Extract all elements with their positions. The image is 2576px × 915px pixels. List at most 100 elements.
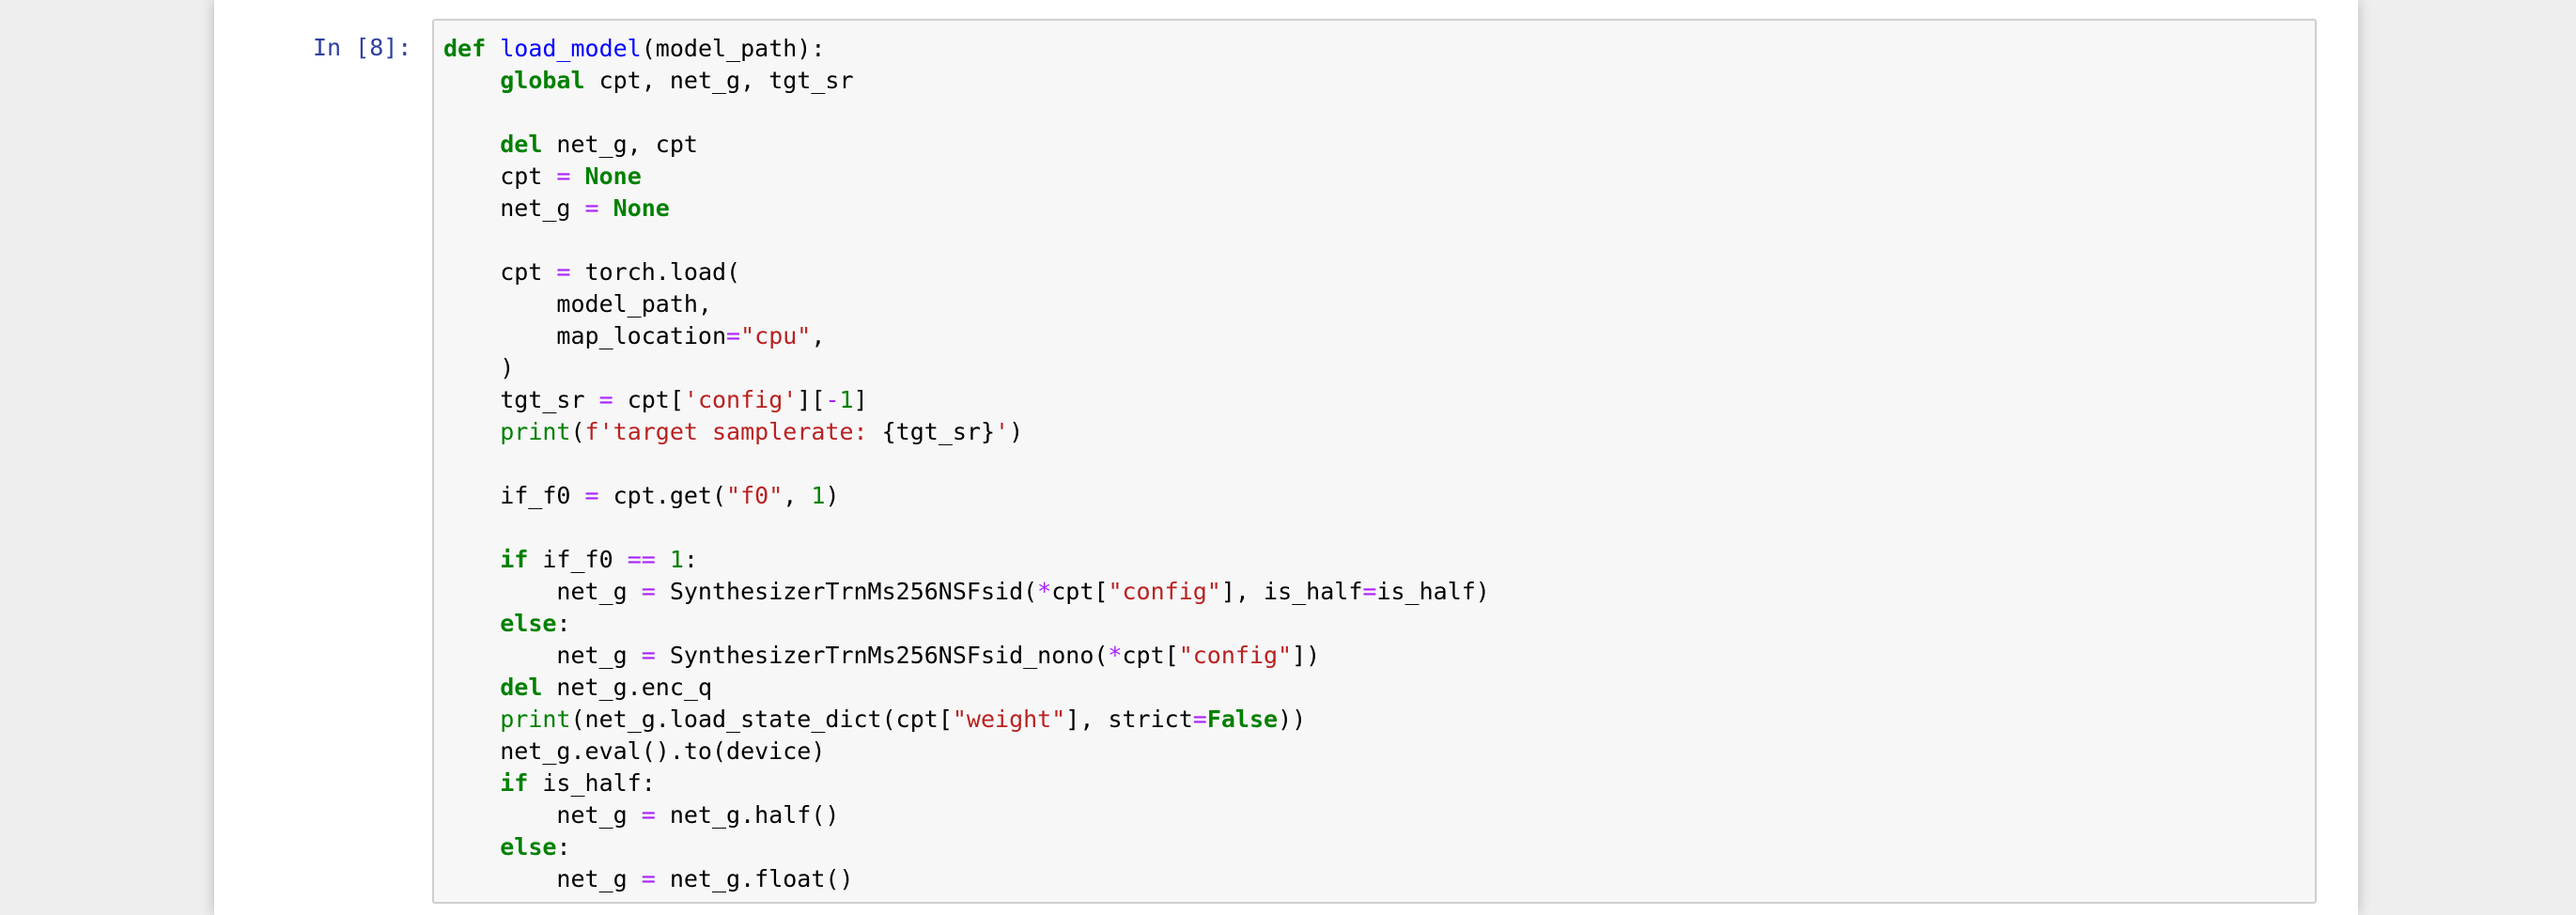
code-operator-token: -: [825, 386, 840, 413]
code-line: net_g = net_g.half(): [443, 799, 1490, 831]
code-line: net_g = None: [443, 193, 1490, 225]
code-text-token: ], is_half: [1220, 578, 1363, 605]
code-text-token: ): [1009, 418, 1024, 445]
code-text-token: torch.load(: [570, 258, 741, 286]
code-operator-token: =: [1362, 578, 1377, 605]
code-text-token: :: [556, 833, 571, 861]
code-text-token: [443, 833, 500, 861]
code-text-token: [443, 610, 500, 637]
code-text-token: model_path,: [443, 290, 712, 318]
code-line: print(f'target samplerate: {tgt_sr}'): [443, 416, 1490, 448]
code-keyword-token: if: [500, 546, 529, 573]
code-keyword-token: False: [1206, 706, 1279, 733]
code-text-token: cpt: [443, 258, 557, 286]
code-text-token: {tgt_sr}: [881, 418, 996, 445]
code-number-token: 1: [669, 546, 684, 573]
code-text-token: [443, 674, 500, 701]
code-text-token: ,: [783, 482, 812, 509]
code-line: print(net_g.load_state_dict(cpt["weight"…: [443, 704, 1490, 736]
code-line: net_g.eval().to(device): [443, 736, 1490, 768]
code-keyword-token: None: [584, 163, 642, 190]
code-text-token: [443, 67, 500, 94]
code-line: del net_g, cpt: [443, 129, 1490, 161]
code-string-token: "cpu": [740, 322, 812, 349]
code-text-token: (: [570, 418, 585, 445]
code-text-token: ,: [811, 322, 826, 349]
code-line: net_g = SynthesizerTrnMs256NSFsid_nono(*…: [443, 640, 1490, 672]
code-operator-token: *: [1108, 642, 1123, 669]
code-keyword-token: None: [613, 194, 670, 222]
code-string-token: 'config': [683, 386, 798, 413]
code-operator-token: ==: [627, 546, 656, 573]
code-keyword-token: del: [500, 674, 543, 701]
code-number-token: 1: [811, 482, 826, 509]
code-line: ): [443, 352, 1490, 384]
code-text-token: [443, 706, 500, 733]
code-text-token: [570, 163, 584, 190]
code-line: else:: [443, 831, 1490, 863]
code-text-token: net_g: [443, 865, 642, 892]
code-text-token: net_g: [443, 194, 585, 222]
code-keyword-token: del: [500, 131, 543, 158]
code-operator-token: =: [1192, 706, 1207, 733]
code-string-token: f'target samplerate:: [584, 418, 882, 445]
code-line: tgt_sr = cpt['config'][-1]: [443, 384, 1490, 416]
code-line: map_location="cpu",: [443, 320, 1490, 352]
code-line: [443, 225, 1490, 256]
code-text-token: cpt[: [1051, 578, 1109, 605]
code-lines: def load_model(model_path): global cpt, …: [443, 33, 1490, 895]
code-line: def load_model(model_path):: [443, 33, 1490, 65]
code-text-token: ): [825, 482, 840, 509]
code-builtin-token: print: [500, 418, 571, 445]
code-text-token: [443, 769, 500, 797]
code-text-token: (model_path):: [641, 35, 826, 62]
cell-input-prompt: In [8]:: [313, 34, 412, 61]
code-line: if if_f0 == 1:: [443, 544, 1490, 576]
code-builtin-token: print: [500, 706, 571, 733]
code-text-token: )): [1278, 706, 1307, 733]
code-string-token: "weight": [952, 706, 1066, 733]
code-text-token: if_f0: [443, 482, 585, 509]
code-line: net_g = SynthesizerTrnMs256NSFsid(*cpt["…: [443, 576, 1489, 608]
code-text-token: net_g: [443, 578, 642, 605]
code-text-token: :: [556, 610, 571, 637]
code-line: del net_g.enc_q: [443, 672, 1490, 704]
code-text-token: net_g.eval().to(device): [443, 737, 826, 765]
code-keyword-token: global: [500, 67, 585, 94]
code-text-token: cpt[: [613, 386, 684, 413]
code-text-token: [443, 418, 500, 445]
code-string-token: "f0": [726, 482, 784, 509]
code-operator-token: =: [726, 322, 741, 349]
code-text-token: net_g.half(): [655, 801, 840, 829]
code-text-token: cpt.get(: [598, 482, 727, 509]
code-cell-editor[interactable]: def load_model(model_path): global cpt, …: [432, 19, 2317, 904]
code-operator-token: =: [584, 194, 599, 222]
code-line: [443, 448, 1490, 480]
code-line: net_g = net_g.float(): [443, 863, 1490, 895]
code-text-token: tgt_sr: [443, 386, 599, 413]
code-line: if_f0 = cpt.get("f0", 1): [443, 480, 1490, 512]
code-keyword-token: else: [500, 833, 557, 861]
code-line: cpt = torch.load(: [443, 256, 1490, 288]
code-number-token: 1: [839, 386, 854, 413]
code-operator-token: *: [1037, 578, 1052, 605]
code-line: else:: [443, 608, 1490, 640]
code-text-token: [486, 35, 500, 62]
code-text-token: if_f0: [528, 546, 628, 573]
code-string-token: ': [995, 418, 1010, 445]
code-keyword-token: def: [443, 35, 487, 62]
code-line: cpt = None: [443, 161, 1490, 193]
code-text-token: cpt: [443, 163, 557, 190]
code-text-token: :: [683, 546, 698, 573]
code-text-token: [599, 194, 613, 222]
code-operator-token: =: [641, 801, 656, 829]
code-line: if is_half:: [443, 768, 1490, 799]
code-text-token: cpt, net_g, tgt_sr: [584, 67, 854, 94]
code-text-token: [443, 546, 500, 573]
code-text-token: net_g: [443, 801, 642, 829]
code-text-token: [656, 546, 670, 573]
code-text-token: ]: [853, 386, 868, 413]
code-function-name-token: load_model: [500, 35, 642, 62]
code-line: model_path,: [443, 288, 1490, 320]
code-text-token: SynthesizerTrnMs256NSFsid_nono(: [655, 642, 1109, 669]
